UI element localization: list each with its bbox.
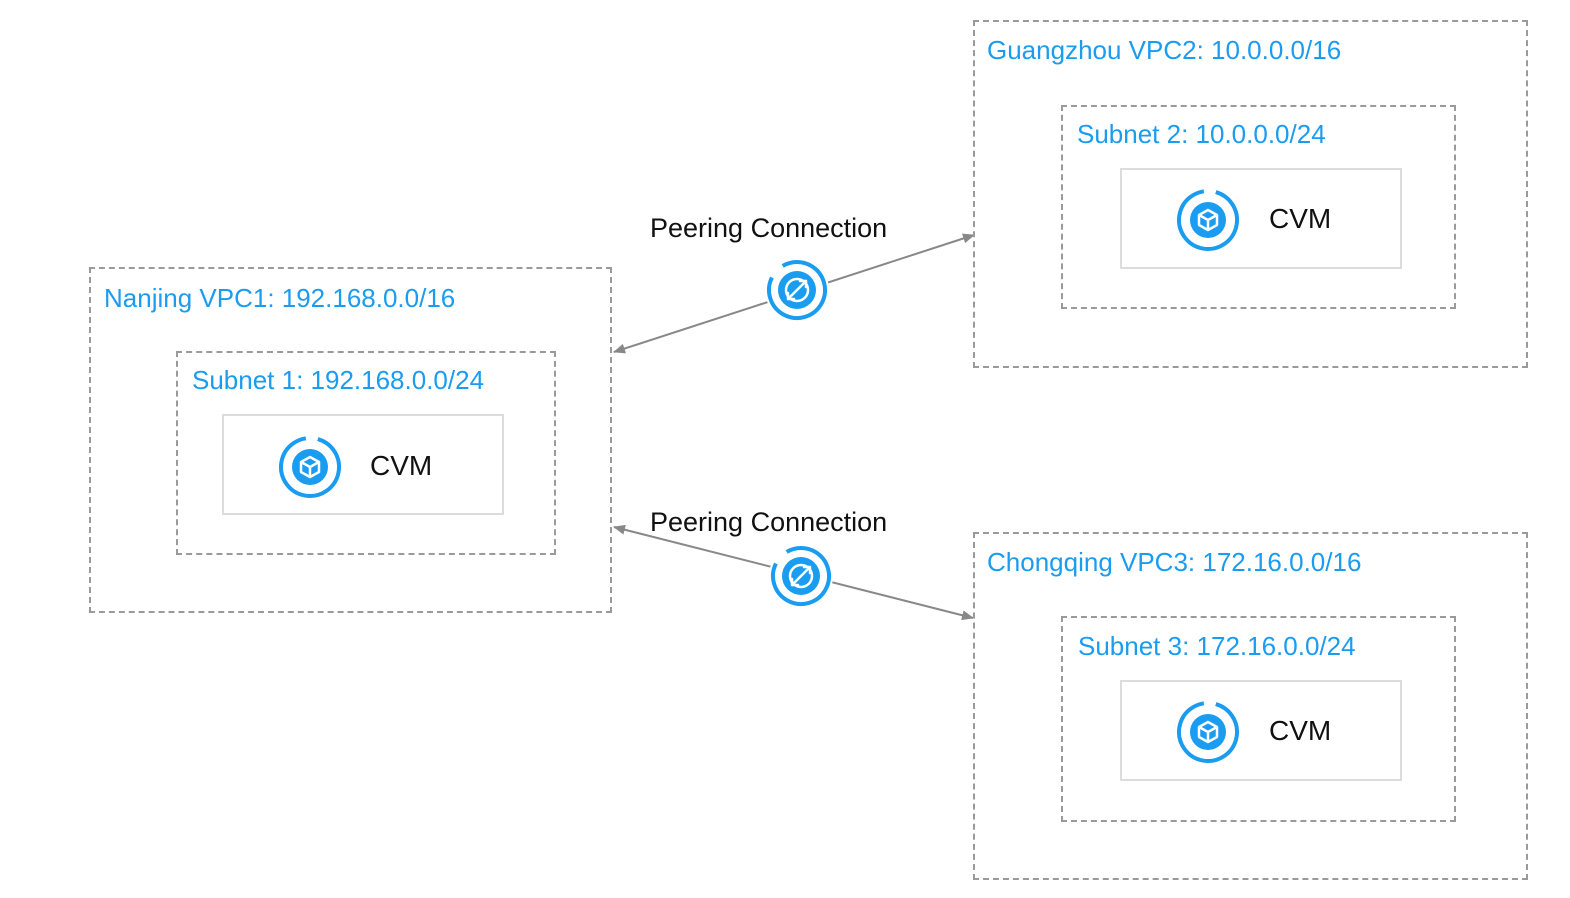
cvm-label: CVM bbox=[370, 450, 433, 481]
subnet-2-label: Subnet 2: 10.0.0.0/24 bbox=[1077, 119, 1326, 149]
cvm-cube-icon bbox=[1177, 701, 1239, 763]
peering-connection-icon[interactable] bbox=[764, 257, 830, 323]
cvm-node-nanjing[interactable]: CVM bbox=[222, 414, 504, 515]
cvm-node-guangzhou[interactable]: CVM bbox=[1120, 168, 1402, 269]
subnet-3 bbox=[1061, 616, 1456, 822]
subnet-1-label: Subnet 1: 192.168.0.0/24 bbox=[192, 365, 485, 395]
peering-connection-label-1: Peering Connection bbox=[650, 213, 888, 243]
vpc-guangzhou-label: Guangzhou VPC2: 10.0.0.0/16 bbox=[987, 35, 1342, 65]
subnet-1 bbox=[176, 351, 556, 555]
cvm-cube-icon bbox=[1177, 189, 1239, 251]
peering-connection-label-2: Peering Connection bbox=[650, 507, 888, 537]
subnet-2 bbox=[1061, 105, 1456, 309]
vpc-chongqing bbox=[973, 532, 1528, 880]
peering-connection-icon[interactable] bbox=[768, 543, 834, 609]
subnet-3-label: Subnet 3: 172.16.0.0/24 bbox=[1078, 631, 1356, 661]
vpc-nanjing-label: Nanjing VPC1: 192.168.0.0/16 bbox=[104, 283, 456, 313]
cvm-label: CVM bbox=[1269, 203, 1332, 234]
vpc-chongqing-label: Chongqing VPC3: 172.16.0.0/16 bbox=[987, 547, 1362, 577]
cvm-label: CVM bbox=[1269, 715, 1332, 746]
cvm-node-chongqing[interactable]: CVM bbox=[1120, 680, 1402, 781]
vpc-guangzhou bbox=[973, 20, 1528, 368]
cvm-cube-icon bbox=[279, 436, 341, 498]
vpc-nanjing bbox=[89, 267, 612, 613]
